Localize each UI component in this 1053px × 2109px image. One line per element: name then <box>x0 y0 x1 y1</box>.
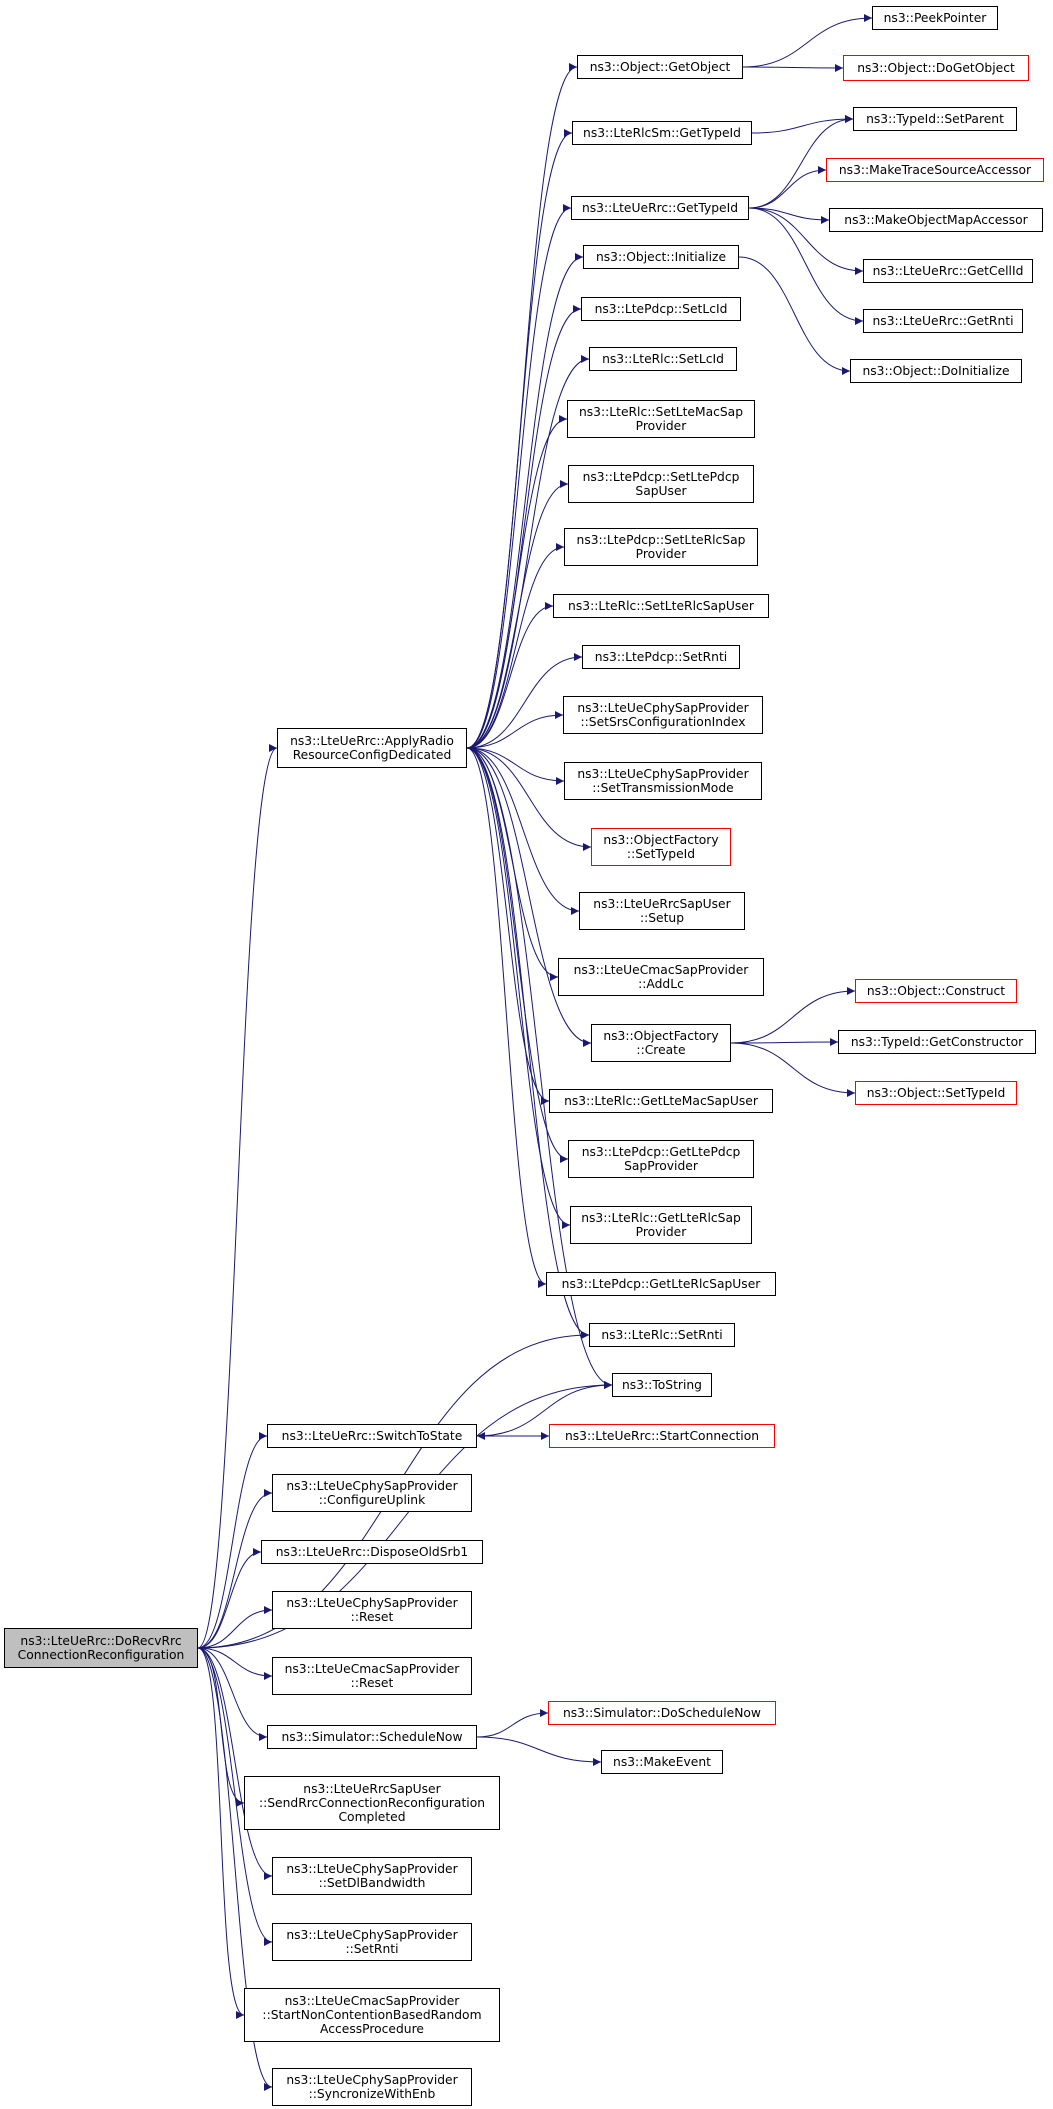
edge-applyRadio-to-factorySetTypeId <box>466 747 592 851</box>
node-syncronizeWithEnb[interactable]: ns3::LteUeCphySapProvider ::SyncronizeWi… <box>272 2068 472 2106</box>
node-startNonContention[interactable]: ns3::LteUeCmacSapProvider ::StartNonCont… <box>244 1988 500 2042</box>
node-factorySetTypeId[interactable]: ns3::ObjectFactory ::SetTypeId <box>591 828 731 866</box>
node-setSrsConfigurationIndex[interactable]: ns3::LteUeCphySapProvider ::SetSrsConfig… <box>563 696 763 734</box>
edge-factoryCreate-to-objectConstruct <box>730 987 856 1044</box>
edge-applyRadio-to-setTransmissionMode <box>466 747 565 785</box>
node-rrcSapUserSetup[interactable]: ns3::LteUeRrcSapUser ::Setup <box>579 892 745 930</box>
node-doInitialize[interactable]: ns3::Object::DoInitialize <box>850 359 1022 383</box>
node-setTransmissionMode[interactable]: ns3::LteUeCphySapProvider ::SetTransmiss… <box>564 762 762 800</box>
edge-factoryCreate-to-typeIdGetConstructor <box>730 1038 839 1047</box>
node-pdcpGetLteRlcSapUser[interactable]: ns3::LtePdcp::GetLteRlcSapUser <box>546 1272 776 1296</box>
edge-getObject-to-peekPointer <box>742 14 873 68</box>
node-objectSetTypeId[interactable]: ns3::Object::SetTypeId <box>855 1081 1017 1105</box>
node-typeIdSetParent[interactable]: ns3::TypeId::SetParent <box>853 107 1017 131</box>
edge-rlcSmGetTypeId-to-typeIdSetParent <box>751 115 854 134</box>
node-peekPointer[interactable]: ns3::PeekPointer <box>872 6 998 30</box>
node-makeTraceSourceAccessor[interactable]: ns3::MakeTraceSourceAccessor <box>826 158 1044 182</box>
edge-scheduleNow-to-doScheduleNow <box>476 1709 549 1738</box>
edge-applyRadio-to-pdcpSetLtePdcpSapUser <box>466 480 569 749</box>
edge-applyRadio-to-pdcpSetLteRlcSapProvider <box>466 543 565 749</box>
edge-applyRadio-to-rlcGetLteRlcSapProvider <box>466 747 571 1229</box>
node-switchToState[interactable]: ns3::LteUeRrc::SwitchToState <box>267 1424 477 1448</box>
node-getRnti[interactable]: ns3::LteUeRrc::GetRnti <box>863 309 1023 333</box>
node-cmacAddLc[interactable]: ns3::LteUeCmacSapProvider ::AddLc <box>558 958 764 996</box>
edge-applyRadio-to-rrcSapUserSetup <box>466 747 580 915</box>
node-makeObjectMapAccessor[interactable]: ns3::MakeObjectMapAccessor <box>829 208 1043 232</box>
edge-applyRadio-to-toString <box>466 747 613 1389</box>
node-cmacReset[interactable]: ns3::LteUeCmacSapProvider ::Reset <box>272 1657 472 1695</box>
node-objectConstruct[interactable]: ns3::Object::Construct <box>855 979 1017 1003</box>
node-doGetObject[interactable]: ns3::Object::DoGetObject <box>843 55 1029 81</box>
edge-applyRadio-to-rlcGetLteMacSapUser <box>466 747 550 1105</box>
edge-applyRadio-to-rlcSetRnti <box>466 747 590 1339</box>
edge-factoryCreate-to-objectSetTypeId <box>730 1042 856 1097</box>
edge-applyRadio-to-ueRrcGetTypeId <box>466 204 572 749</box>
edge-applyRadio-to-objectInitialize <box>466 253 584 749</box>
edge-applyRadio-to-rlcSmGetTypeId <box>466 129 573 749</box>
node-cphyReset[interactable]: ns3::LteUeCphySapProvider ::Reset <box>272 1591 472 1629</box>
node-cphySetRnti[interactable]: ns3::LteUeCphySapProvider ::SetRnti <box>272 1923 472 1961</box>
edge-root-to-startNonContention <box>197 1647 245 2019</box>
node-objectInitialize[interactable]: ns3::Object::Initialize <box>583 245 739 269</box>
node-rlcSetRnti[interactable]: ns3::LteRlc::SetRnti <box>589 1323 735 1347</box>
edge-switchToState-to-toString <box>476 1381 613 1437</box>
edge-root-to-cmacReset <box>197 1647 273 1680</box>
edge-ueRrcGetTypeId-to-makeTraceSourceAccessor <box>748 166 827 209</box>
edge-root-to-scheduleNow <box>197 1647 268 1741</box>
node-sendRrcConnReconfCompleted[interactable]: ns3::LteUeRrcSapUser ::SendRrcConnection… <box>244 1776 500 1830</box>
edge-applyRadio-to-rlcSetLteMacSapProvider <box>466 415 568 749</box>
edge-root-to-cphySetRnti <box>197 1647 273 1946</box>
node-rlcSetLcId[interactable]: ns3::LteRlc::SetLcId <box>589 347 737 371</box>
node-doScheduleNow[interactable]: ns3::Simulator::DoScheduleNow <box>548 1701 776 1725</box>
node-pdcpSetRnti[interactable]: ns3::LtePdcp::SetRnti <box>582 645 740 669</box>
node-getCellId[interactable]: ns3::LteUeRrc::GetCellId <box>863 259 1033 283</box>
edge-applyRadio-to-pdcpGetLteRlcSapUser <box>466 747 547 1288</box>
node-pdcpGetLtePdcpSapProvider[interactable]: ns3::LtePdcp::GetLtePdcp SapProvider <box>568 1140 754 1178</box>
node-getObject[interactable]: ns3::Object::GetObject <box>577 55 743 79</box>
node-pdcpSetLcId[interactable]: ns3::LtePdcp::SetLcId <box>581 297 741 321</box>
edge-applyRadio-to-pdcpSetRnti <box>466 653 583 749</box>
node-disposeOldSrb1[interactable]: ns3::LteUeRrc::DisposeOldSrb1 <box>261 1540 483 1564</box>
edge-root-to-configureUplink <box>197 1489 273 1649</box>
node-toString[interactable]: ns3::ToString <box>612 1373 712 1397</box>
edge-root-to-syncronizeWithEnb <box>197 1647 273 2091</box>
node-rlcGetLteRlcSapProvider[interactable]: ns3::LteRlc::GetLteRlcSap Provider <box>570 1206 752 1244</box>
edge-root-to-setDlBandwidth <box>197 1647 273 1880</box>
node-startConnection[interactable]: ns3::LteUeRrc::StartConnection <box>549 1424 775 1448</box>
edge-applyRadio-to-setSrsConfigurationIndex <box>466 711 564 749</box>
node-rlcSetLteRlcSapUser[interactable]: ns3::LteRlc::SetLteRlcSapUser <box>553 594 769 618</box>
edge-applyRadio-to-factoryCreate <box>466 747 592 1047</box>
edge-ueRrcGetTypeId-to-getRnti <box>748 207 864 325</box>
edge-getObject-to-doGetObject <box>742 63 844 72</box>
node-pdcpSetLtePdcpSapUser[interactable]: ns3::LtePdcp::SetLtePdcp SapUser <box>568 465 754 503</box>
node-applyRadio[interactable]: ns3::LteUeRrc::ApplyRadio ResourceConfig… <box>277 728 467 768</box>
node-pdcpSetLteRlcSapProvider[interactable]: ns3::LtePdcp::SetLteRlcSap Provider <box>564 528 758 566</box>
node-rlcSetLteMacSapProvider[interactable]: ns3::LteRlc::SetLteMacSap Provider <box>567 400 755 438</box>
edge-root-to-applyRadio <box>197 744 278 1649</box>
edge-ueRrcGetTypeId-to-makeObjectMapAccessor <box>748 207 830 224</box>
edge-root-to-disposeOldSrb1 <box>197 1548 262 1649</box>
node-factoryCreate[interactable]: ns3::ObjectFactory ::Create <box>591 1024 731 1062</box>
node-setDlBandwidth[interactable]: ns3::LteUeCphySapProvider ::SetDlBandwid… <box>272 1857 472 1895</box>
edge-scheduleNow-to-makeEvent <box>476 1736 602 1766</box>
node-makeEvent[interactable]: ns3::MakeEvent <box>601 1750 723 1774</box>
edge-root-to-switchToState <box>197 1432 268 1649</box>
edge-root-to-toString <box>197 1381 613 1649</box>
node-configureUplink[interactable]: ns3::LteUeCphySapProvider ::ConfigureUpl… <box>272 1474 472 1512</box>
node-rlcGetLteMacSapUser[interactable]: ns3::LteRlc::GetLteMacSapUser <box>549 1089 773 1113</box>
edge-root-to-cphyReset <box>197 1606 273 1649</box>
edge-ueRrcGetTypeId-to-typeIdSetParent <box>748 115 854 209</box>
edge-applyRadio-to-rlcSetLteRlcSapUser <box>466 602 554 749</box>
node-typeIdGetConstructor[interactable]: ns3::TypeId::GetConstructor <box>838 1030 1036 1054</box>
node-root: ns3::LteUeRrc::DoRecvRrc ConnectionRecon… <box>4 1628 198 1668</box>
call-edges <box>197 14 873 2091</box>
node-ueRrcGetTypeId[interactable]: ns3::LteUeRrc::GetTypeId <box>571 196 749 220</box>
node-scheduleNow[interactable]: ns3::Simulator::ScheduleNow <box>267 1725 477 1749</box>
edge-ueRrcGetTypeId-to-getCellId <box>748 207 864 275</box>
node-rlcSmGetTypeId[interactable]: ns3::LteRlcSm::GetTypeId <box>572 121 752 145</box>
edge-objectInitialize-to-doInitialize <box>738 256 851 375</box>
